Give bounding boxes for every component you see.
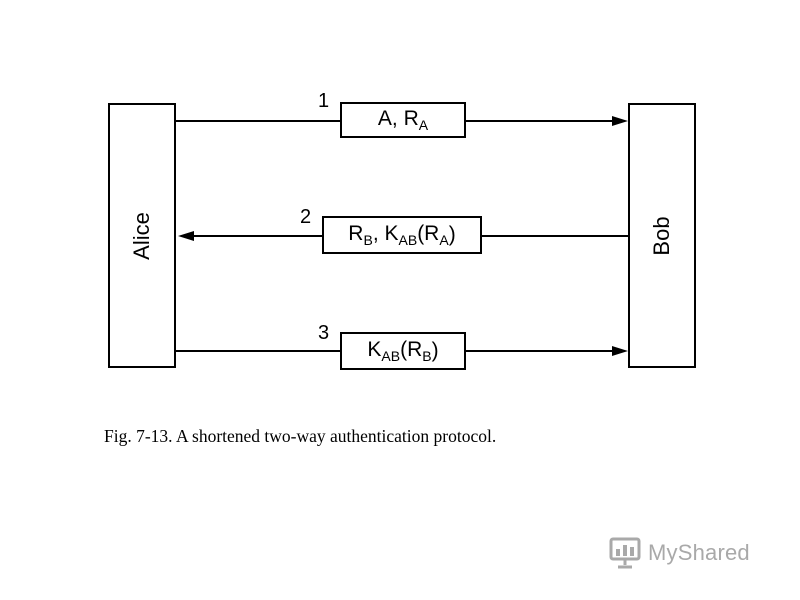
message-2-wire-left [192, 235, 322, 237]
message-2-step-number: 2 [300, 206, 312, 228]
alice-label: Alice [129, 211, 154, 260]
message-2-part-4: ) [448, 223, 456, 246]
message-2-wire-right [482, 235, 628, 237]
figure-caption: Fig. 7-13. A shortened two-way authentic… [104, 426, 497, 446]
bob-box: Bob [628, 103, 696, 368]
message-1-box: A, RA [340, 102, 466, 138]
message-1-part-1: A, RA [377, 107, 429, 133]
message-3-wire-left [176, 350, 340, 352]
message-1-wire-left [176, 120, 340, 122]
message-1-wire-right [466, 120, 612, 122]
message-1-arrowhead [612, 116, 628, 126]
message-3-step-number: 3 [318, 322, 330, 344]
message-2-part-2: , KAB [372, 222, 418, 248]
watermark-text: MyShared [648, 540, 750, 565]
message-3-wire-right [466, 350, 612, 352]
message-1-step-number: 1 [318, 90, 330, 112]
message-2-box: RB , KAB (RA ) [322, 216, 482, 254]
message-3-part-1: KAB [367, 338, 401, 364]
message-2-part-3: (RA [417, 222, 449, 248]
message-3-arrowhead [612, 346, 628, 356]
presentation-board-icon [609, 537, 641, 569]
alice-box: Alice [108, 103, 176, 368]
message-3-box: KAB (RB ) [340, 332, 466, 370]
message-2-arrowhead [178, 231, 194, 241]
message-3-part-3: ) [431, 339, 439, 362]
message-2-part-1: RB [348, 222, 373, 248]
bob-label: Bob [649, 215, 674, 256]
watermark: MyShared [608, 536, 750, 570]
message-3-part-2: (RB [400, 338, 432, 364]
